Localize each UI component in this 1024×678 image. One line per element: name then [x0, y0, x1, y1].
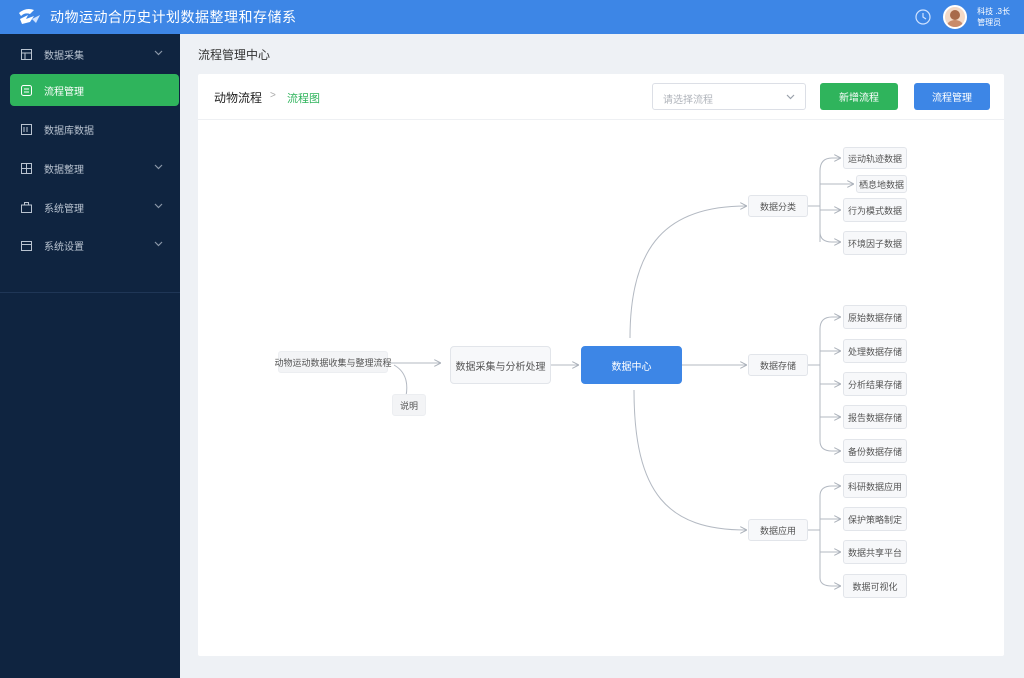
avatar[interactable] — [943, 5, 968, 29]
sidebar-item-database[interactable]: 数据库数据 — [10, 113, 179, 145]
flow-leaf[interactable]: 保护策略制定 — [843, 507, 907, 531]
flow-connectors — [388, 74, 1004, 656]
flow-leaf[interactable]: 备份数据存储 — [843, 439, 907, 463]
breadcrumb-separator: > — [270, 90, 276, 101]
flow-leaf[interactable]: 分析结果存储 — [843, 372, 907, 396]
flow-leaf[interactable]: 处理数据存储 — [843, 339, 907, 363]
sidebar-item-system-settings[interactable]: 系统设置 — [10, 229, 179, 261]
chevron-down-icon — [785, 92, 795, 102]
logo-icon — [16, 6, 42, 28]
flow-diagram: 动物运动数据收集与整理流程 说明 数据采集与分析处理 数据中心 数据分类 数据存… — [198, 74, 1004, 656]
manage-flow-button[interactable]: 流程管理 — [914, 83, 990, 110]
sidebar-item-label: 数据库数据 — [44, 125, 94, 137]
chevron-down-icon — [153, 162, 163, 172]
notification-icon[interactable] — [913, 7, 933, 27]
grid-icon — [20, 48, 32, 60]
sidebar-item-flow-management[interactable]: 流程管理 — [10, 74, 179, 106]
flow-leaf[interactable]: 原始数据存储 — [843, 305, 907, 329]
breadcrumb-root[interactable]: 动物流程 — [214, 91, 263, 105]
app-title: 动物运动合历史计划数据整理和存储系 — [50, 9, 297, 25]
table-icon — [20, 162, 32, 174]
user-name: 科技 .3长 — [977, 7, 1010, 16]
sidebar-item-data-cleanup[interactable]: 数据整理 — [10, 152, 179, 184]
flow-leaf[interactable]: 数据共享平台 — [843, 540, 907, 564]
flow-leaf[interactable]: 报告数据存储 — [843, 405, 907, 429]
flow-leaf[interactable]: 行为模式数据 — [843, 198, 907, 222]
top-bar: 动物运动合历史计划数据整理和存储系 科技 .3长 管理员 — [0, 0, 1024, 34]
chevron-down-icon — [153, 239, 163, 249]
sidebar: 数据采集 流程管理 数据库数据 数据整理 系统管理 系统设置 — [0, 34, 180, 678]
panel-header: 动物流程 > 流程图 请选择流程 新增流程 流程管理 — [198, 74, 1004, 120]
sidebar-item-data-collection[interactable]: 数据采集 — [10, 38, 179, 70]
flow-select-placeholder: 请选择流程 — [663, 95, 713, 106]
flow-leaf[interactable]: 数据可视化 — [843, 574, 907, 598]
sidebar-item-system-management[interactable]: 系统管理 — [10, 191, 179, 223]
flow-leaf[interactable]: 科研数据应用 — [843, 474, 907, 498]
breadcrumb-current[interactable]: 流程图 — [287, 93, 320, 105]
flow-node-source[interactable]: 动物运动数据收集与整理流程 — [275, 351, 392, 373]
page-title: 流程管理中心 — [198, 48, 271, 62]
sidebar-divider — [0, 292, 180, 293]
user-info[interactable]: 科技 .3长 管理员 — [977, 6, 1010, 28]
sidebar-item-label: 数据采集 — [44, 50, 84, 62]
flow-node-branch-storage[interactable]: 数据存储 — [748, 354, 808, 376]
chevron-down-icon — [153, 48, 163, 58]
sidebar-item-label: 系统设置 — [44, 241, 84, 253]
flow-node-collect[interactable]: 数据采集与分析处理 — [450, 346, 551, 384]
chevron-down-icon — [153, 201, 163, 211]
calendar-icon — [20, 239, 32, 251]
sidebar-item-label: 数据整理 — [44, 164, 84, 176]
sidebar-item-label: 系统管理 — [44, 203, 84, 215]
briefcase-icon — [20, 201, 32, 213]
add-flow-button[interactable]: 新增流程 — [820, 83, 898, 110]
flow-leaf[interactable]: 栖息地数据 — [856, 175, 907, 193]
flow-node-note[interactable]: 说明 — [392, 394, 426, 416]
flow-node-center[interactable]: 数据中心 — [581, 346, 682, 384]
flow-icon — [20, 84, 32, 96]
database-icon — [20, 123, 32, 135]
user-role: 管理员 — [977, 18, 1002, 27]
flow-select[interactable]: 请选择流程 — [652, 83, 806, 110]
flow-leaf[interactable]: 环境因子数据 — [843, 231, 907, 255]
flow-node-branch-classify[interactable]: 数据分类 — [748, 195, 808, 217]
flow-leaf[interactable]: 运动轨迹数据 — [843, 147, 907, 169]
flow-node-branch-application[interactable]: 数据应用 — [748, 519, 808, 541]
sidebar-item-label: 流程管理 — [44, 86, 84, 98]
main-panel: 动物流程 > 流程图 请选择流程 新增流程 流程管理 — [198, 74, 1004, 656]
